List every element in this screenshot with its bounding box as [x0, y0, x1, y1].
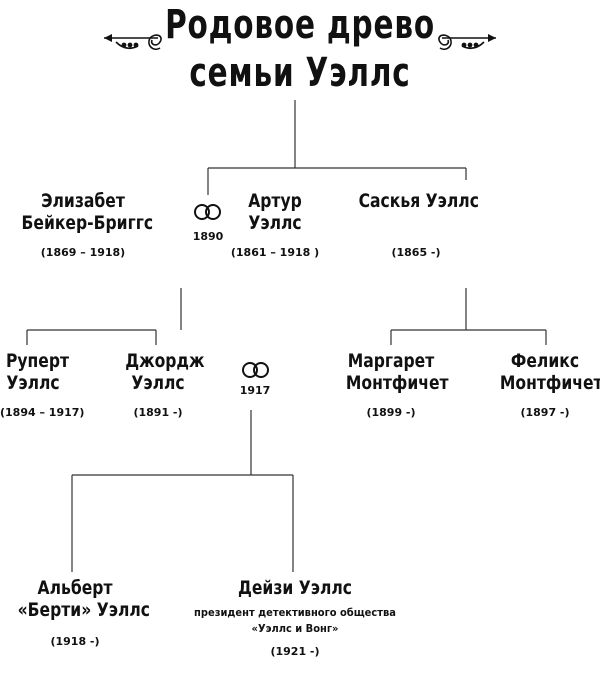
person-description: президент детективного общества — [194, 606, 396, 619]
person-name: «Берти» Уэллс — [17, 599, 151, 621]
person-daisy: Дейзи Уэллс президент детективного общес… — [170, 577, 420, 658]
wedding-rings-icon — [194, 204, 221, 220]
person-years: (1897 -) — [520, 406, 570, 419]
person-name: Бейкер-Бриггс — [21, 212, 154, 234]
person-saskia: Саскья Уэллс (1865 -) — [346, 190, 486, 259]
person-name: Уэллс — [131, 372, 185, 394]
person-name: Монтфичет — [345, 372, 449, 394]
page-subtitle: семьи Уэллс — [189, 50, 411, 96]
person-years: (1861 – 1918 ) — [230, 246, 320, 259]
person-rupert: Руперт Уэллс (1894 – 1917) — [0, 350, 85, 419]
person-name: Элизабет — [41, 190, 125, 212]
person-felix: Феликс Монтфичет (1897 -) — [490, 350, 600, 419]
person-years: (1869 – 1918) — [40, 246, 126, 259]
person-elizabeth: Элизабет Бейкер-Бриггс (1869 – 1918) — [8, 190, 158, 259]
person-years: (1894 – 1917) — [0, 406, 85, 419]
person-george: Джордж Уэллс (1891 -) — [118, 350, 205, 419]
person-years: (1921 -) — [270, 645, 320, 658]
ornament-right-icon — [438, 34, 496, 51]
person-name: Монтфичет — [499, 372, 600, 394]
person-albert: Альберт «Берти» Уэллс (1918 -) — [5, 577, 151, 648]
person-name: Маргарет — [347, 350, 435, 372]
person-name: Саскья Уэллс — [358, 190, 479, 212]
person-description: «Уэллс и Вонг» — [251, 622, 339, 635]
person-name: Альберт — [37, 577, 113, 599]
person-years: (1891 -) — [133, 406, 183, 419]
person-arthur: Артур Уэллс (1861 – 1918 ) — [225, 190, 325, 259]
person-name: Феликс — [510, 350, 580, 372]
person-years: (1899 -) — [366, 406, 416, 419]
person-margaret: Маргарет Монтфичет (1899 -) — [336, 350, 449, 419]
marriage-year: 1890 — [192, 230, 224, 243]
person-name: Артур — [248, 190, 302, 212]
person-name: Дейзи Уэллс — [237, 577, 353, 599]
person-name: Уэллс — [6, 372, 60, 394]
marriage-year: 1917 — [239, 384, 271, 397]
ornament-left-icon — [104, 34, 162, 51]
person-name: Джордж — [125, 350, 205, 372]
person-years: (1865 -) — [391, 246, 441, 259]
wedding-rings-icon — [242, 362, 269, 378]
person-years: (1918 -) — [50, 635, 100, 648]
person-name: Уэллс — [248, 212, 302, 234]
page-title: Родовое древо — [165, 2, 435, 48]
person-name: Руперт — [5, 350, 70, 372]
